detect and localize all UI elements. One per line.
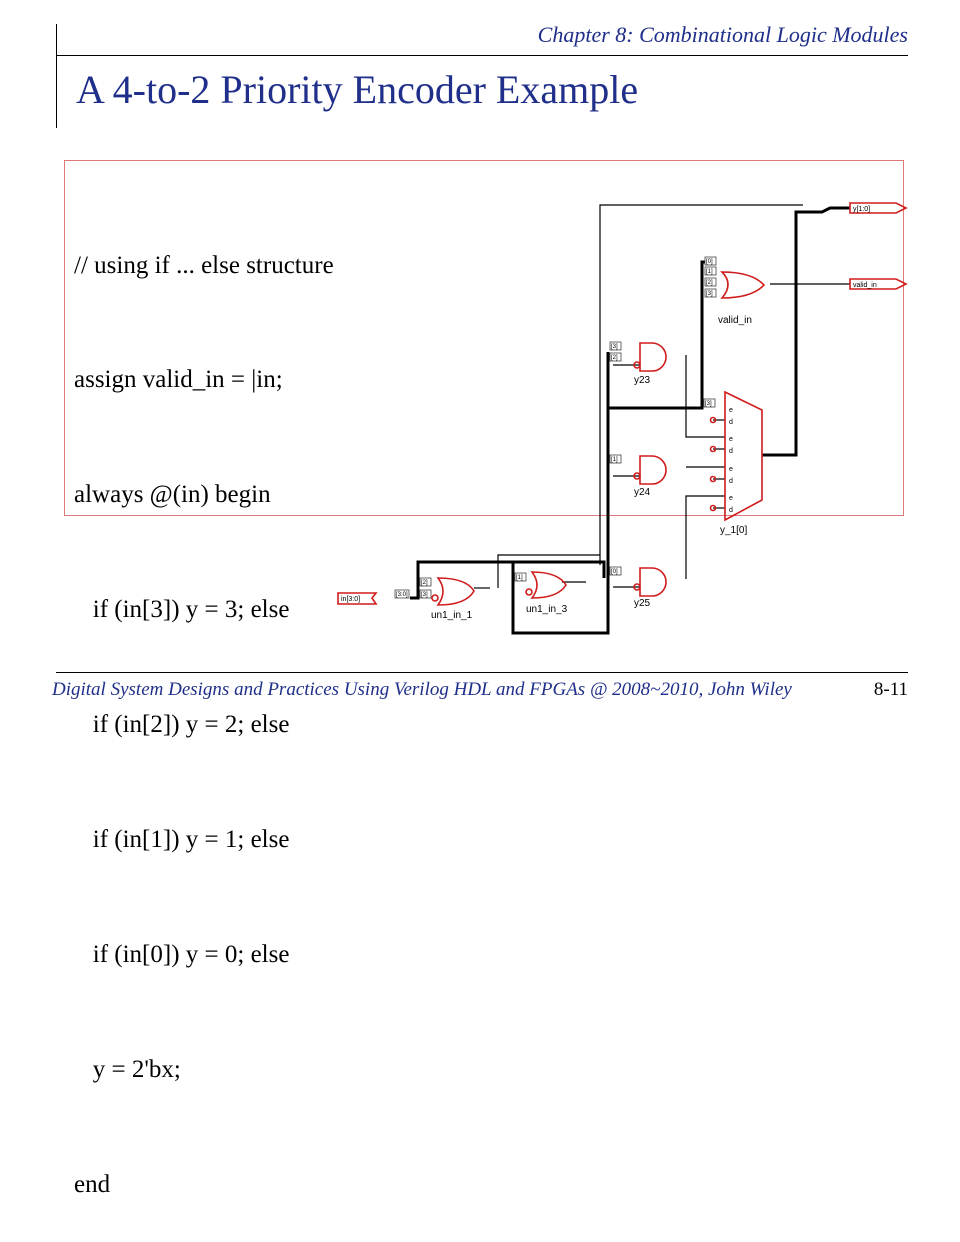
code-line-2: assign valid_in = |in; [74,366,283,394]
title-vertical-rule [56,24,57,128]
mux-pin-d: d [729,448,733,455]
mux-pin-e: e [729,436,733,443]
mux-pin-d: d [729,507,733,514]
footer-citation: Digital System Designs and Practices Usi… [52,679,792,700]
pin-label: [0] [611,569,618,575]
header-rule [56,55,908,56]
slide-title: A 4-to-2 Priority Encoder Example [76,67,639,112]
mux-pin-e: e [729,495,733,502]
or-gate-valid-in [720,271,766,299]
pin-boxes [394,256,717,599]
input-port-in [337,592,378,605]
and-gate-y25 [639,567,667,597]
code-line-9: end [74,1170,111,1198]
mux-y-1-0 [724,390,763,522]
pin-label: [2] [611,355,618,361]
code-line-4: if (in[3]) y = 3; else [74,596,290,624]
pin-label: [3:0] [396,592,408,598]
code-line-6: if (in[1]) y = 1; else [74,826,290,854]
code-line-3: always @(in) begin [74,481,271,509]
code-line-7: if (in[0]) y = 0; else [74,940,290,968]
gate-label-mux: y_1[0] [720,525,747,536]
pin-label: [1] [706,269,713,275]
code-frame [64,160,904,516]
gate-label-y25: y25 [634,598,651,609]
pin-label: [0] [706,259,713,265]
gate-label-valid-in: valid_in [718,315,752,326]
code-line-1: // using if ... else structure [74,251,334,279]
pin-label: [2] [706,280,713,286]
pin-label: [3] [611,344,618,350]
pin-label: [3] [705,401,712,407]
or-gate-un1-in-3 [530,571,567,599]
mux-pin-d: d [729,419,733,426]
mux-pin-e: e [729,407,733,414]
page-number: 8-11 [873,679,908,700]
pin-label: [2] [421,580,428,586]
input-port-label: in[3:0] [341,596,360,603]
mux-pin-e: e [729,466,733,473]
output-port-valid-in [849,278,908,290]
gate-label-un1-in-3: un1_in_3 [526,604,568,615]
and-gate-y23 [639,342,667,372]
encoder-schematic: [0] [1] [2] [3] [3] [2] [1] [0] [3] [2] … [337,202,908,635]
chapter-title: Chapter 8: Combinational Logic Modules [537,22,908,47]
and-gate-y24 [639,455,667,485]
mux-pin-d: d [729,478,733,485]
pin-label: [1] [611,457,618,463]
footer-rule [56,672,908,673]
output-port-valid-label: valid_in [853,282,877,289]
output-port-y [849,202,908,214]
output-port-y-label: y[1:0] [853,206,870,213]
code-line-8: y = 2'bx; [74,1055,181,1083]
gates [337,202,908,606]
gate-label-y24: y24 [634,487,651,498]
pin-label: [3] [706,291,713,297]
or-gate-un1-in-1 [436,577,475,606]
pin-label: [3] [421,592,428,598]
gate-label-un1-in-1: un1_in_1 [431,610,473,621]
wires [410,204,850,635]
pin-label: [1] [516,575,523,581]
gate-label-y23: y23 [634,375,651,386]
